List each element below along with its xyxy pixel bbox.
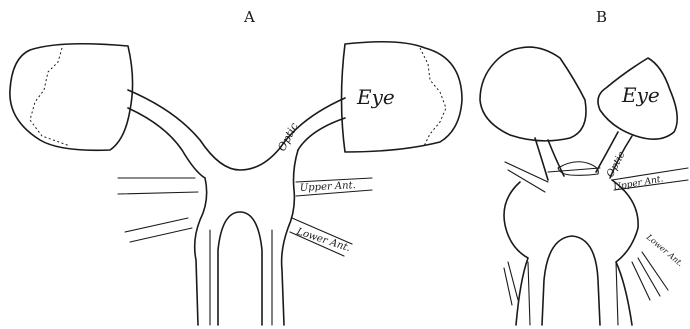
panel-b-bridge-link xyxy=(548,168,600,172)
panel-b-left-eye xyxy=(480,47,586,141)
panel-a-optic-stalk-outer xyxy=(128,90,345,170)
panel-b-lower-ant-nerve-1 xyxy=(632,262,650,300)
panel-b-eye-label: Eye xyxy=(621,83,660,107)
panel-b-inner-line-right xyxy=(616,262,618,325)
panel-b-lower-ant-nerve-2 xyxy=(638,258,660,296)
panel-a-inner-arch xyxy=(218,212,262,325)
panel-a-body-right-wall xyxy=(282,150,298,325)
panel-b-label: B xyxy=(596,8,607,26)
panel-a-left-eye-inner xyxy=(30,48,70,146)
panel-a-left-nerve-4 xyxy=(130,228,192,242)
panel-b-optic-label: Optic xyxy=(605,150,628,180)
panel-b-inner-line-left xyxy=(528,262,530,325)
panel-a-body-left-wall xyxy=(195,178,207,325)
panel-a-optic-stalk-inner xyxy=(128,108,205,178)
panel-a-eye-label: Eye xyxy=(356,85,395,109)
panel-a-lower-ant-label: Lower Ant. xyxy=(294,226,352,254)
panel-a: A Eye Optic Upper Ant. Lower Ant. xyxy=(10,8,462,325)
panel-b-upper-ant-label: Upper Ant. xyxy=(613,174,664,193)
panel-a-left-eye-lobe xyxy=(10,44,133,151)
panel-b-inner-arch xyxy=(542,236,600,325)
panel-a-label: A xyxy=(243,8,255,26)
panel-a-optic-stalk-inner-right xyxy=(298,118,345,150)
panel-a-right-eye-inner xyxy=(420,48,446,146)
panel-a-left-nerve-3 xyxy=(125,218,188,232)
panel-b-brain-outline-right xyxy=(612,180,638,325)
panel-b-brain-outline xyxy=(504,182,528,325)
panel-b-left-stalk-a xyxy=(535,138,548,180)
panel-a-optic-label: Optic xyxy=(275,121,301,154)
panel-a-left-nerve-2 xyxy=(118,192,198,194)
panel-b: B Eye Optic Upper Ant. Low xyxy=(480,8,688,325)
